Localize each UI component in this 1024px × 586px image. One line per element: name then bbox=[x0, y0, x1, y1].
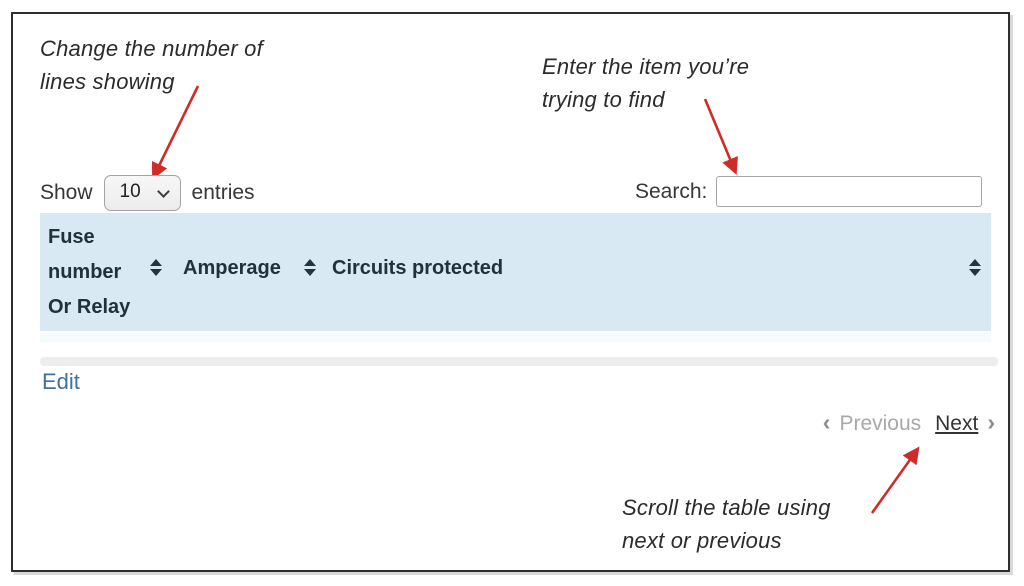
edit-link[interactable]: Edit bbox=[42, 369, 80, 394]
table-body-empty-row bbox=[40, 333, 991, 342]
annotation-line: next or previous bbox=[622, 528, 782, 553]
column-header-line: number bbox=[48, 261, 122, 283]
sort-icon[interactable] bbox=[304, 259, 316, 276]
annotation-line: Change the number of bbox=[40, 36, 263, 61]
search-label: Search: bbox=[635, 179, 708, 203]
sort-icon[interactable] bbox=[969, 259, 981, 276]
page-length-control: Show 10 entries bbox=[40, 174, 255, 211]
sort-desc-triangle bbox=[150, 269, 162, 276]
entries-label: entries bbox=[191, 180, 255, 204]
annotation-change-lines: Change the number of lines showing bbox=[40, 32, 263, 98]
next-button[interactable]: Next bbox=[935, 412, 979, 435]
table-header: Fuse number Or Relay Amperage Circuits p… bbox=[40, 213, 991, 331]
annotation-scroll-table: Scroll the table using next or previous bbox=[622, 491, 831, 557]
column-header-circuits-protected[interactable]: Circuits protected bbox=[332, 257, 504, 279]
horizontal-scrollbar[interactable] bbox=[40, 357, 998, 366]
annotation-enter-item: Enter the item you’re trying to find bbox=[542, 50, 749, 116]
column-header-amperage[interactable]: Amperage bbox=[183, 257, 281, 279]
pagination: ‹ Previous Next › bbox=[823, 409, 995, 436]
search-control: Search: bbox=[635, 176, 983, 207]
column-header-line: Fuse bbox=[48, 226, 95, 248]
search-input[interactable] bbox=[716, 176, 983, 207]
sort-asc-triangle bbox=[150, 259, 162, 266]
sort-icon[interactable] bbox=[150, 259, 162, 276]
sort-desc-triangle bbox=[304, 269, 316, 276]
chevron-left-icon[interactable]: ‹ bbox=[822, 409, 831, 435]
annotation-line: trying to find bbox=[542, 87, 665, 112]
sort-desc-triangle bbox=[969, 269, 981, 276]
column-header-line: Or Relay bbox=[48, 296, 131, 318]
show-label: Show bbox=[40, 180, 93, 204]
annotation-line: Enter the item you’re bbox=[542, 54, 750, 79]
sort-asc-triangle bbox=[304, 259, 316, 266]
annotation-line: Scroll the table using bbox=[622, 495, 831, 520]
annotation-line: lines showing bbox=[40, 69, 175, 94]
previous-button[interactable]: Previous bbox=[839, 412, 922, 435]
column-header-fuse-number-or-relay[interactable]: Fuse number Or Relay bbox=[48, 220, 130, 325]
page-length-select-wrap: 10 bbox=[103, 174, 181, 211]
page-length-select[interactable]: 10 bbox=[103, 174, 181, 211]
sort-asc-triangle bbox=[969, 259, 981, 266]
chevron-right-icon[interactable]: › bbox=[987, 409, 995, 435]
